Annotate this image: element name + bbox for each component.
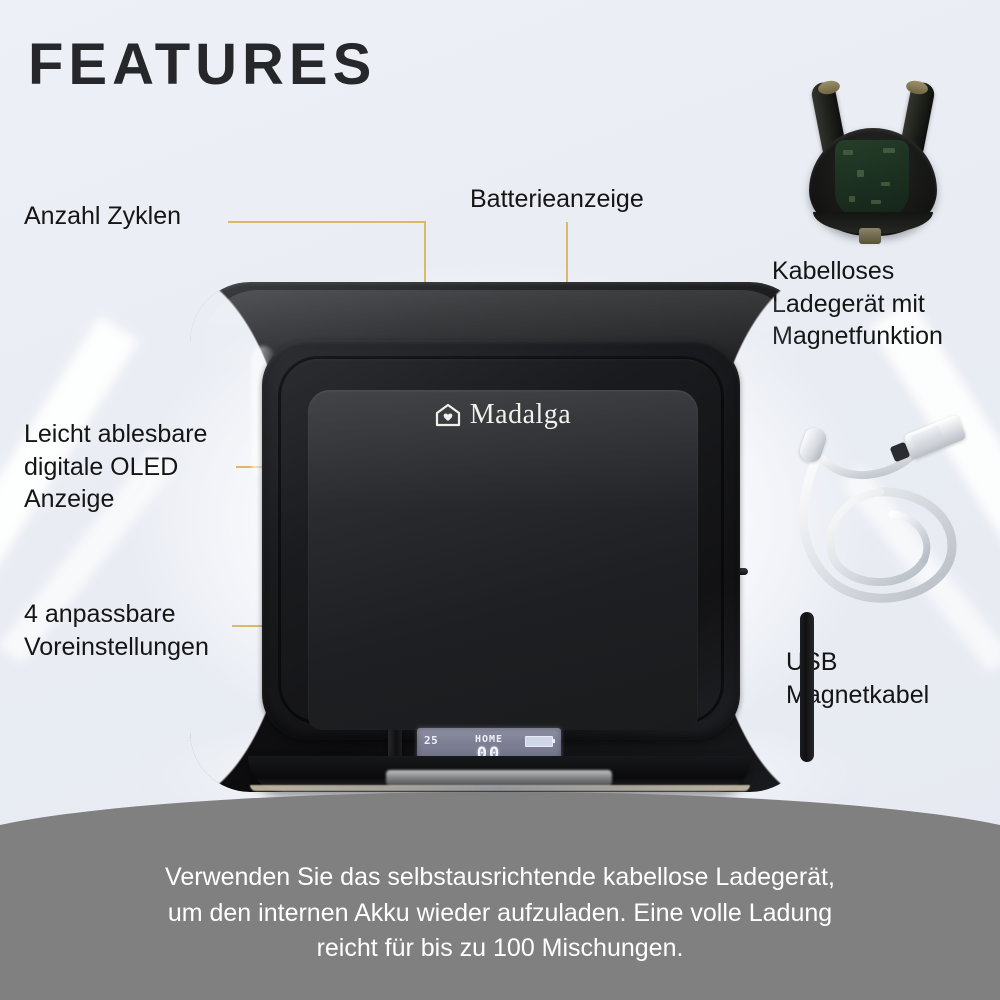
oled-status-row: 25 HOME (417, 731, 561, 747)
callout-oled: Leicht ablesbare digitale OLED Anzeige (24, 420, 208, 513)
caption-band-fill (0, 845, 1000, 1000)
callout-cycles: Anzahl Zyklen (24, 202, 182, 230)
caption-text: Verwenden Sie das selbstausrichtende kab… (165, 863, 835, 962)
side-clip-right (800, 612, 814, 762)
usb-cable-image (784, 414, 984, 618)
vacuum-sealer-device: Madalga 25 HOME 00 UAC+ VO!D · » GO (190, 282, 859, 1000)
brand-name: Madalga (469, 399, 572, 430)
charger-lip (813, 212, 933, 234)
charger-contact-pin (859, 228, 881, 244)
leader-line-cycles (228, 221, 426, 223)
callout-battery: Batterieanzeige (470, 185, 644, 213)
device-control-face (308, 390, 698, 730)
wireless-charger-image (793, 78, 953, 244)
base-edge (250, 785, 750, 791)
page-title: FEATURES (28, 32, 377, 97)
charger-pcb (835, 140, 909, 218)
house-heart-icon (435, 403, 460, 427)
oled-cycle-count: 25 (424, 734, 439, 747)
callout-presets: 4 anpassbare Voreinstellungen (24, 600, 209, 661)
battery-icon (525, 736, 555, 747)
brand-lockup: Madalga (308, 398, 698, 432)
base-gleam (386, 770, 612, 786)
oled-mode-label: HOME (474, 734, 504, 745)
